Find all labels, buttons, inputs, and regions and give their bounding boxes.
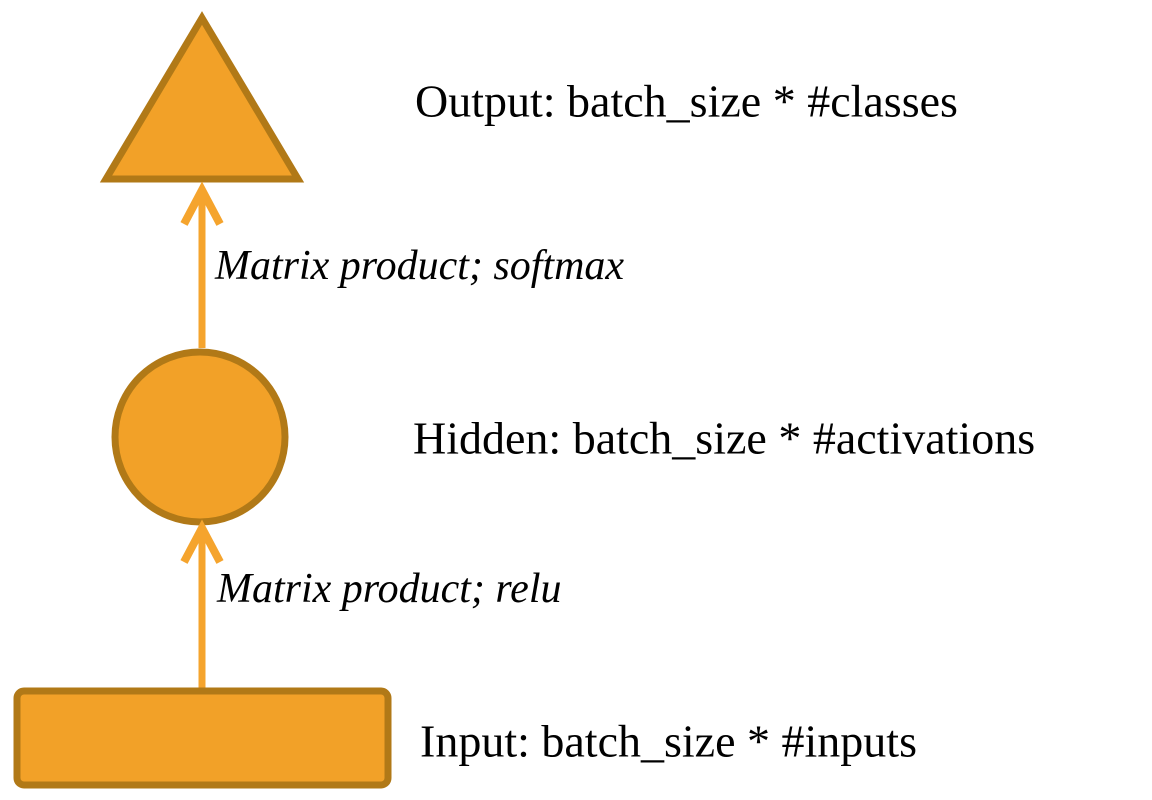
output-node-label: Output: batch_size * #classes <box>415 75 958 127</box>
input-node-rectangle <box>13 687 392 789</box>
arrow-input-to-hidden-head <box>180 519 224 564</box>
edge-label-softmax: Matrix product; softmax <box>215 243 625 289</box>
hidden-node-circle <box>111 348 289 526</box>
arrow-hidden-to-output-head <box>180 181 224 226</box>
output-node-triangle <box>99 11 305 183</box>
edge-label-relu: Matrix product; relu <box>217 566 562 612</box>
input-node-label: Input: batch_size * #inputs <box>420 715 917 767</box>
hidden-node-label: Hidden: batch_size * #activations <box>413 412 1036 464</box>
